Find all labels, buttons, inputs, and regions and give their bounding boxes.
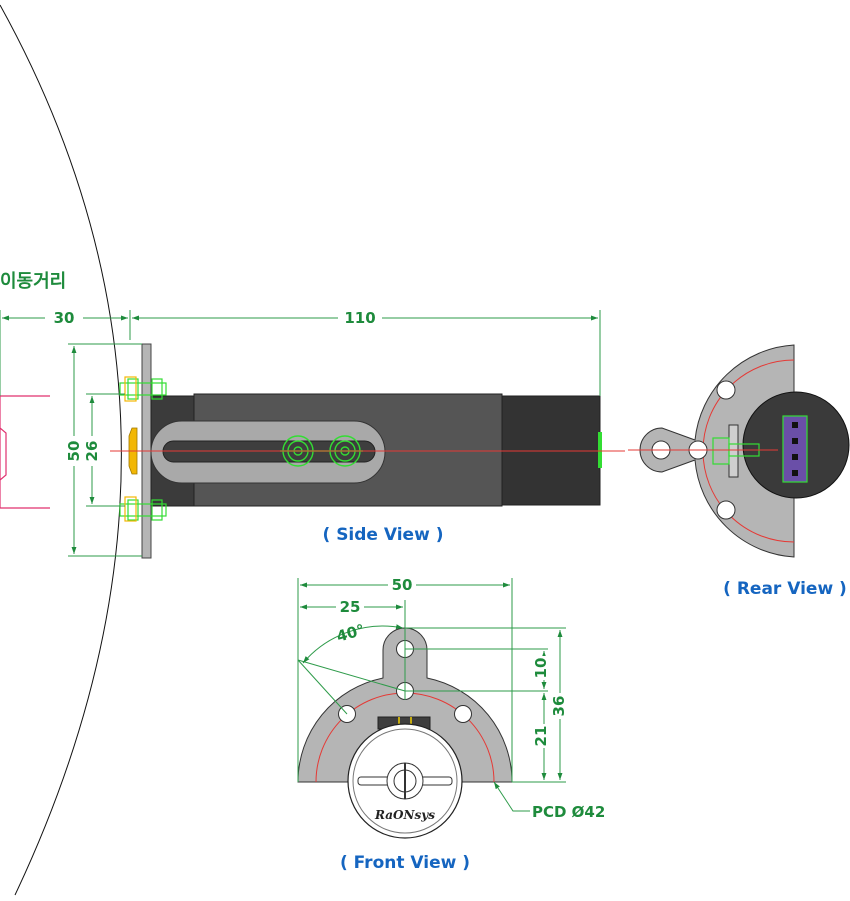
- dim-hole-angle: 40°: [335, 621, 367, 646]
- rear-view: [628, 344, 850, 558]
- target-part: [0, 395, 50, 509]
- dim-body-length: 110: [344, 309, 375, 327]
- front-view-caption: ( Front View ): [340, 853, 470, 873]
- dim-slot-spacing: 26: [83, 441, 101, 462]
- side-view-caption: ( Side View ): [323, 525, 444, 545]
- front-view: [297, 627, 513, 839]
- side-view: [110, 343, 625, 559]
- travel-distance-label: 이동거리: [0, 271, 66, 292]
- side-dimensions: 30 110 50 26: [0, 308, 601, 557]
- mount-bolts: [119, 378, 167, 521]
- rear-view-caption: ( Rear View ): [723, 579, 847, 599]
- dim-center-height: 21: [532, 726, 550, 747]
- travel-arc: [0, 4, 122, 896]
- dim-total-height: 36: [550, 696, 568, 717]
- dim-front-half-width: 25: [340, 598, 361, 616]
- dim-pcd: PCD Ø42: [532, 803, 605, 821]
- front-dimensions: 50 25 40° 10 21 36 PCD Ø42: [297, 576, 605, 821]
- dim-front-width: 50: [392, 576, 413, 594]
- dim-top-hole-offset: 10: [532, 658, 550, 679]
- dim-flange-height: 50: [65, 441, 83, 462]
- dim-travel: 30: [54, 309, 75, 327]
- brand-logo: RaONsys: [374, 808, 435, 822]
